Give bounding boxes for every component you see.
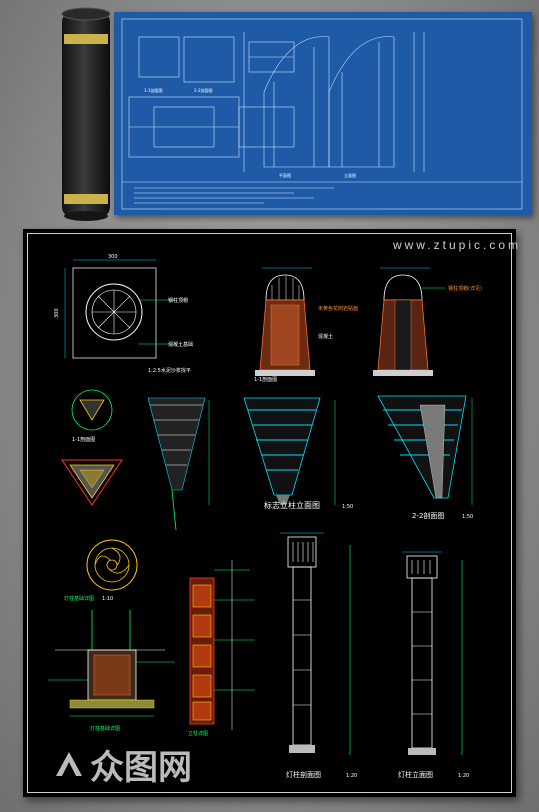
title-section22: 2-2剖面图 — [412, 511, 444, 520]
title-section22-scale: 1:50 — [462, 514, 473, 520]
title-triangle: 1-1剖面图 — [72, 436, 95, 443]
title-base-scale: 1:10 — [102, 596, 113, 602]
logo-icon — [56, 751, 82, 776]
lamp-column-section — [280, 532, 351, 755]
blueprint-sheet: 1-1剖面图 2-2剖面图 平面图 立面图 — [114, 12, 532, 215]
dim-top: 300 — [108, 254, 118, 260]
title-base-detail: 灯柱基础详图 — [64, 595, 94, 602]
label-bronze: 钢柱顶帽 — [168, 297, 188, 304]
signpost-elevation-1 — [147, 397, 210, 531]
column-detail — [189, 560, 255, 730]
title-lamp-section-scale: 1:20 — [346, 773, 357, 779]
sheet-border — [27, 233, 512, 793]
label-concrete: 混凝土基础 — [168, 341, 193, 348]
blueprint-drawing: 1-1剖面图 2-2剖面图 平面图 立面图 — [121, 18, 523, 210]
site-watermark: www.ztupic.com — [392, 238, 521, 252]
signpost-elevation-2 — [243, 397, 336, 505]
triangle-plan — [61, 389, 123, 506]
blueprint-title-2: 2-2剖面图 — [194, 87, 213, 93]
blueprint-title-4: 立面图 — [344, 172, 356, 178]
title-signpost-scale: 1:50 — [342, 504, 353, 510]
label-brick: 米黄色花岗岩贴面 — [318, 305, 358, 312]
title-section11: 1-1剖面图 — [254, 376, 277, 383]
logo-text: 众图网 — [90, 749, 192, 787]
title-column-detail: 立柱详图 — [188, 730, 208, 737]
label-plastic: 混凝土 — [318, 333, 333, 340]
title-lamp-elev-scale: 1:20 — [458, 773, 469, 779]
lamp-head-elevation — [255, 267, 315, 376]
signpost-section-22 — [377, 395, 473, 505]
title-base-detail-2: 灯柱基础详图 — [90, 725, 120, 732]
label-mortar: 1:2.5水泥沙浆找平 — [148, 367, 191, 374]
paper-roll — [44, 4, 124, 222]
foundation-section — [48, 610, 175, 717]
title-lamp-elev: 灯柱立面图 — [398, 770, 433, 779]
label-steel: 钢柱顶帽(详见) — [448, 285, 482, 292]
title-signpost: 标志立柱立面图 — [264, 500, 320, 510]
site-logo: 众图网 — [54, 740, 192, 789]
blueprint-title-3: 平面图 — [279, 172, 291, 178]
lamp-plan-round — [86, 539, 138, 591]
title-lamp-section: 灯柱剖面图 — [286, 770, 321, 779]
lamp-head-section — [373, 267, 445, 376]
lamp-column-elevation — [402, 551, 463, 755]
dim-side: 300 — [54, 308, 60, 318]
blueprint-title-1: 1-1剖面图 — [144, 87, 163, 93]
plan-view — [64, 259, 175, 359]
